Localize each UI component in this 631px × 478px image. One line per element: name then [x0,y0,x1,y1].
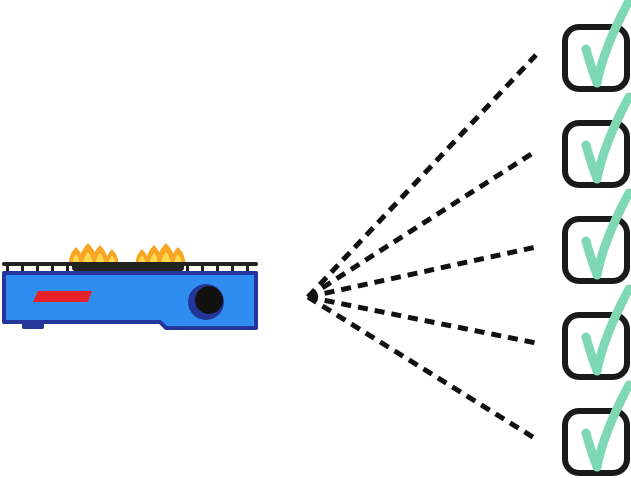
check-mark-icon [581,92,631,184]
checked-box-icon [562,0,631,92]
grate-tooth [66,264,69,274]
checked-box-icon [562,284,631,380]
stove-foot [22,322,44,329]
grate-tooth [36,264,39,274]
checked-box-icon [562,92,631,188]
grate-tooth [6,264,9,274]
flame-icon [68,243,119,263]
dashed-connector-line [306,148,538,300]
flame-inner [72,254,80,263]
grate-tooth [126,264,129,274]
flame-inner [83,252,93,263]
flame-inner [161,252,171,263]
checked-box-icon [562,188,631,284]
dashed-connector-line [307,294,537,346]
dashed-connector-line [306,294,538,442]
grate-tooth [216,264,219,274]
flame-inner [138,255,146,263]
knob-icon [188,284,224,320]
flame-icon [135,243,186,263]
grate-tooth [81,264,84,274]
grate-rail [2,262,258,266]
grate-tooth [51,264,54,274]
check-mark-icon [581,380,631,472]
flame-inner [95,253,105,263]
grate-tooth [246,264,249,274]
grate-tooth [156,264,159,274]
stove-grate [2,262,258,274]
grate-tooth [21,264,24,274]
grate-tooth [111,264,114,274]
portable-gas-stove-icon [2,243,258,330]
dashed-connector-line [307,244,537,300]
flame-inner [174,254,182,263]
grate-tooth [201,264,204,274]
flame-inner [149,253,159,263]
grate-tooth [141,264,144,274]
dashed-connectors [306,53,538,442]
grate-tooth [186,264,189,274]
check-mark-icon [581,284,631,376]
flame-inner [108,255,116,263]
grate-tooth [96,264,99,274]
checked-box-icon [562,380,631,476]
checkbox-column [562,0,631,476]
check-mark-icon [581,0,631,88]
dashed-connector-line [306,53,538,299]
grate-tooth [171,264,174,274]
stove-label-strip [33,291,92,302]
check-mark-icon [581,188,631,280]
grate-tooth [231,264,234,274]
